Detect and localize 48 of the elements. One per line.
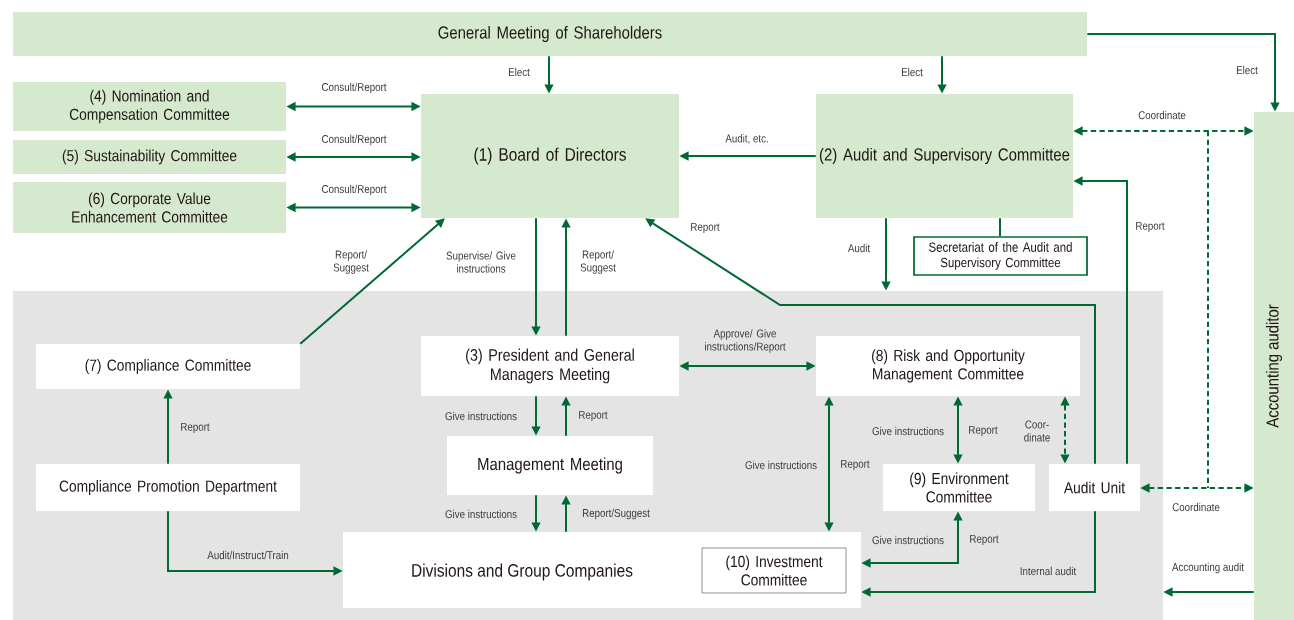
meeting-box: Management Meeting: [447, 436, 653, 495]
edge-label: Coordinate: [1138, 110, 1186, 120]
department-box: Compliance Promotion Department: [36, 464, 300, 511]
edge-label: Audit: [847, 243, 871, 253]
edge-label: Approve/ Give instructions/Report: [705, 329, 786, 353]
edge-label: Elect: [1236, 65, 1258, 75]
secretariat-box: Secretariat of the Audit and Supervisory Committee: [913, 236, 1088, 276]
committee-box: (5) Sustainability Committee: [13, 140, 286, 174]
edge-label: Audit, etc.: [725, 134, 768, 144]
edge-label: Give instructions: [445, 509, 517, 519]
edge-label: Give instructions: [872, 426, 944, 436]
side-note: Report: [970, 534, 999, 546]
edge-label: Give instructions: [872, 535, 944, 545]
committee-box: (6) Corporate Value Enhancement Committee: [13, 182, 286, 233]
board-box: (1) Board of Directors: [421, 94, 679, 218]
edge-label: Report/ Suggest: [580, 250, 616, 274]
edge-label: Internal audit: [1020, 566, 1077, 576]
committee-box: (8) Risk and Opportunity Management Committee: [816, 336, 1080, 396]
side-note: Report: [841, 459, 870, 471]
committee-box: (10) Investment Committee: [701, 547, 847, 594]
edge-label: Accounting audit: [1172, 562, 1244, 574]
unit-box: Audit Unit: [1049, 464, 1140, 511]
edge-label: Coor- dinate: [1024, 420, 1050, 442]
edge-label: Supervise/ Give instructions: [446, 251, 516, 273]
side-note: Report: [969, 425, 998, 437]
edge-label: Coordinate: [1172, 502, 1220, 512]
edge-label: Report: [691, 222, 720, 234]
meeting-box: General Meeting of Shareholders: [13, 12, 1087, 56]
committee-box: (9) Environment Committee: [883, 464, 1035, 511]
committee-box: (2) Audit and Supervisory Committee: [816, 94, 1073, 218]
edge-label: Report: [579, 410, 608, 422]
auditor-box: Accounting auditor: [1254, 112, 1294, 620]
edge-label: Consult/Report: [322, 184, 387, 196]
edge-label: Consult/Report: [322, 82, 387, 94]
arrow: [299, 218, 445, 345]
meeting-box: (3) President and General Managers Meeting: [421, 336, 679, 396]
committee-box: (4) Nomination and Compensation Committee: [13, 82, 286, 131]
edge-label: Report: [181, 422, 210, 434]
edge-label: Audit/Instruct/Train: [207, 550, 289, 560]
edge-label: Consult/Report: [322, 134, 387, 146]
edge-label: Report: [1136, 221, 1165, 233]
committee-box: (7) Compliance Committee: [36, 344, 300, 389]
edge-label: Report/ Suggest: [333, 250, 369, 274]
edge-label: Give instructions: [445, 411, 517, 421]
edge-label: Elect: [508, 67, 530, 77]
edge-label: Elect: [901, 67, 923, 77]
edge-label: Give instructions: [745, 460, 817, 470]
edge-label: Report/Suggest: [582, 508, 650, 520]
